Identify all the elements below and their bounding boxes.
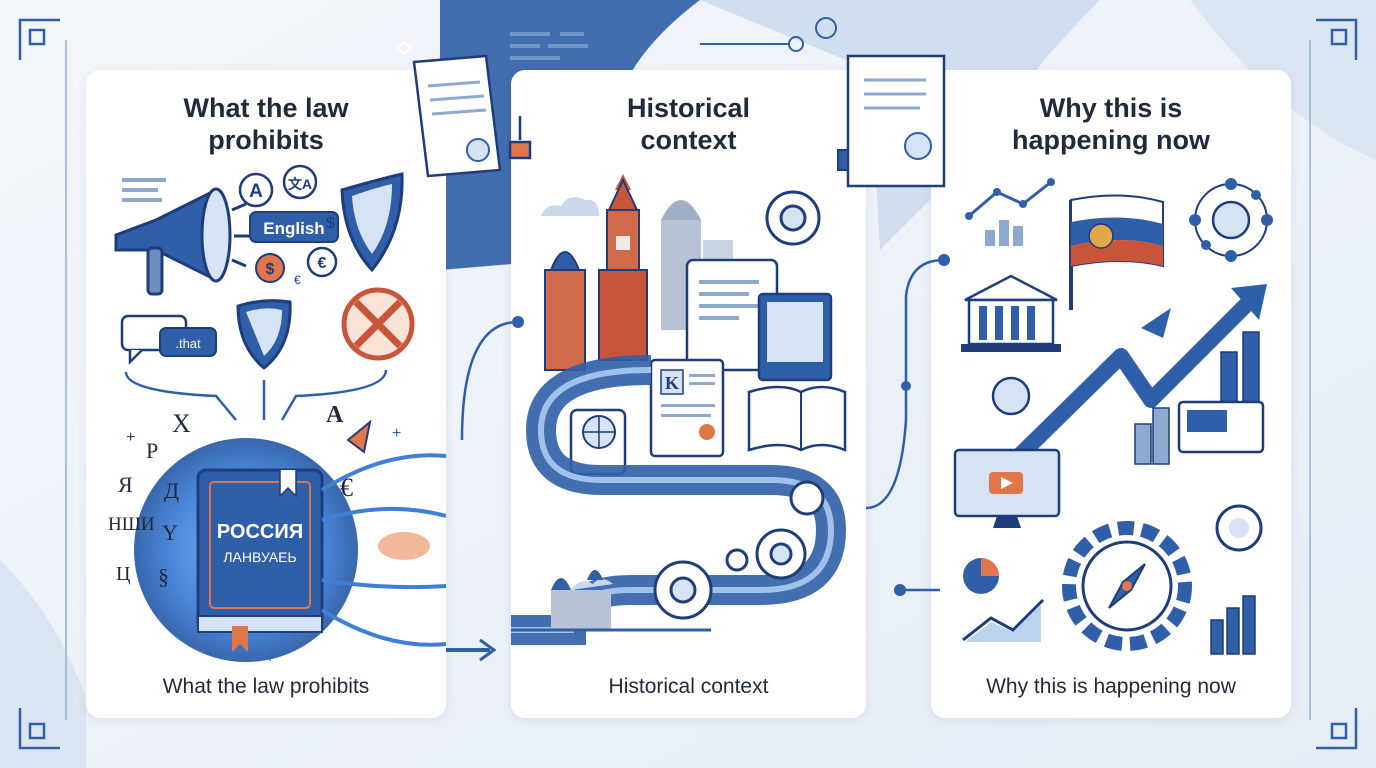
svg-text:X: X (172, 409, 191, 438)
pie-chart-icon (963, 558, 999, 594)
svg-text:€: € (318, 255, 327, 272)
megaphone-icon (114, 187, 252, 296)
glyph-a: A (249, 181, 263, 202)
panel-what-the-law-prohibits: A 文A English $ € $ € .that (86, 70, 446, 718)
prohibited-icon (341, 287, 415, 361)
book-icon (196, 468, 324, 652)
svg-text:+: + (126, 429, 135, 446)
shield-icon (340, 172, 404, 273)
rising-arrow-icon (1009, 284, 1267, 466)
chat-bubble-icon (120, 314, 217, 366)
open-book-icon (747, 385, 847, 452)
svg-text:€: € (294, 273, 301, 287)
svg-text:НШИ: НШИ (108, 514, 155, 535)
panel-caption: What the law prohibits (162, 675, 370, 698)
video-player-icon (953, 448, 1061, 528)
translate-icon (238, 164, 318, 208)
svg-text:А: А (326, 402, 344, 428)
svg-text:$: $ (266, 261, 275, 278)
svg-text:Р: Р (146, 438, 158, 463)
svg-text:Я: Я (118, 472, 133, 497)
svg-text:§: § (158, 564, 169, 589)
globe-icon (569, 408, 627, 476)
svg-text:Ц: Ц (116, 563, 130, 585)
government-building-icon (961, 274, 1061, 352)
svg-text:$: $ (326, 215, 335, 232)
network-globe-icon (1189, 178, 1273, 262)
svg-text:+: + (392, 425, 401, 442)
svg-text:Д: Д (164, 478, 179, 503)
english-tag: English (263, 219, 324, 238)
why-now-illustration (953, 178, 1273, 655)
svg-text:K: K (665, 373, 679, 393)
document-scroll-icon (685, 258, 833, 382)
svg-text:文A: 文A (288, 176, 312, 192)
historical-context-illustration: K (511, 174, 847, 645)
svg-text:€: € (340, 473, 353, 502)
svg-text:+: + (266, 649, 274, 665)
svg-text:ЛАНВУАЕЬ: ЛАНВУАЕЬ (223, 549, 296, 565)
gear-icon (765, 190, 821, 246)
law-prohibits-illustration: A 文A English $ € $ € .that (108, 164, 446, 665)
svg-text:РОССИЯ: РОССИЯ (217, 521, 303, 543)
svg-text:.that: .that (175, 336, 201, 351)
letter-glyphs: X Р Я Д НШИ Y Ц § А € (108, 402, 353, 589)
panel-caption: Why this is happening now (986, 675, 1236, 698)
compass-gear-icon (1062, 521, 1192, 651)
russian-flag-icon (1069, 194, 1164, 310)
svg-text:Y: Y (162, 520, 178, 545)
panel-caption: Historical context (608, 675, 769, 698)
